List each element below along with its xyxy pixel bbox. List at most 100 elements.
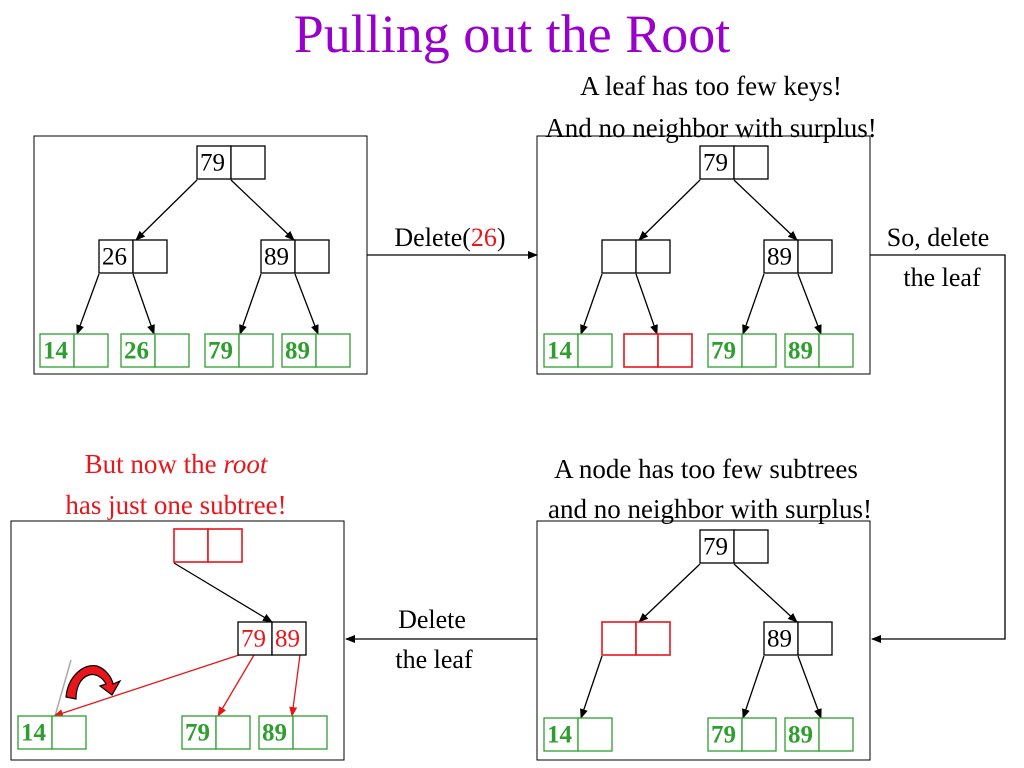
key-cell: [73, 333, 109, 368]
key-cell: [784, 333, 820, 368]
node-key: 79: [200, 150, 225, 177]
p1-internal-right: 89: [260, 239, 330, 274]
p3-leaf: 89: [784, 717, 854, 752]
key-cell: [237, 621, 273, 656]
key-cell: [741, 333, 777, 368]
key-cell: [797, 239, 833, 274]
arrow-so-delete-leaf: [870, 254, 1006, 643]
key-cell: [818, 333, 854, 368]
node-key: 79: [208, 338, 233, 365]
tree-edge: [638, 563, 701, 623]
node-key: 89: [767, 244, 792, 271]
p3-leaf: 79: [707, 717, 777, 752]
key-cell: [315, 333, 351, 368]
p2-internal-left: [601, 239, 671, 274]
key-cell: [238, 333, 274, 368]
node-key: 79: [703, 534, 728, 561]
tree-edge: [294, 273, 319, 335]
caption-root-one-subtree-line1: But now the root: [85, 449, 269, 479]
key-cell: [797, 621, 833, 656]
node-key: 79: [241, 626, 266, 653]
tree-edge: [797, 273, 822, 335]
key-cell: [818, 717, 854, 752]
rotate-icon: [65, 665, 122, 700]
key-cell: [292, 715, 328, 750]
key-cell: [17, 715, 53, 750]
tree-edge: [638, 179, 701, 241]
tree-edge: [132, 273, 155, 335]
p2-leaf-underfull: [623, 333, 693, 368]
p4-empty-root: [173, 528, 243, 563]
caption-no-neighbor-surplus: And no neighbor with surplus!: [545, 113, 876, 143]
caption-leaf-too-few-keys: A leaf has too few keys!: [580, 71, 842, 101]
key-cell: [132, 239, 168, 274]
node-key: 79: [711, 338, 736, 365]
node-key: 79: [703, 150, 728, 177]
p3-root-node: 79: [699, 529, 769, 564]
node-key: 79: [711, 722, 736, 749]
node-key: 89: [788, 338, 813, 365]
key-cell: [733, 145, 769, 180]
key-cell: [733, 529, 769, 564]
panel-4-frame: [10, 520, 345, 761]
caption-root-one-subtree-line2: has just one subtree!: [65, 490, 286, 520]
tree-edge: [230, 179, 295, 241]
tree-edge: [53, 654, 240, 717]
key-cell: [623, 333, 659, 368]
key-cell: [657, 333, 693, 368]
node-key: 14: [43, 338, 69, 365]
label-delete-26: Delete(26): [394, 223, 505, 252]
node-key: 89: [285, 338, 310, 365]
p2-root-node: 79: [699, 145, 769, 180]
key-cell: [215, 715, 251, 750]
tree-edge: [239, 273, 262, 335]
tree-edge: [742, 655, 765, 719]
key-cell: [173, 528, 209, 563]
node-key: 26: [124, 338, 149, 365]
key-cell: [154, 333, 190, 368]
tree-edge: [289, 654, 301, 717]
p4-merged-node: 79 89: [237, 621, 307, 656]
p1-leaf: 14: [39, 333, 109, 368]
node-key: 26: [102, 244, 127, 271]
key-cell: [784, 717, 820, 752]
tree-edge: [217, 654, 255, 717]
page-title: Pulling out the Root: [294, 4, 731, 64]
key-cell: [98, 239, 134, 274]
label-delete-leaf-line1: Delete: [398, 605, 466, 634]
tree-edge: [797, 655, 822, 719]
key-cell: [635, 239, 671, 274]
panel-3-frame: [536, 520, 871, 761]
key-cell: [51, 715, 87, 750]
node-key: 89: [275, 626, 300, 653]
key-cell: [271, 621, 307, 656]
node-key: 89: [262, 720, 287, 747]
key-cell: [741, 717, 777, 752]
tree-edge: [733, 563, 798, 623]
p1-leaf: 79: [204, 333, 274, 368]
key-cell: [207, 528, 243, 563]
p1-internal-left: 26: [98, 239, 168, 274]
key-cell: [635, 621, 671, 656]
key-cell: [294, 239, 330, 274]
key-cell: [196, 145, 232, 180]
label-so-delete-line1: So, delete: [887, 223, 990, 252]
p1-leaf: 89: [281, 333, 351, 368]
p1-root-node: 79: [196, 145, 266, 180]
p4-leaf: 14: [17, 715, 87, 750]
node-key: 89: [788, 722, 813, 749]
p3-leaf: 14: [543, 717, 613, 752]
node-key: 89: [767, 626, 792, 653]
node-key: 14: [547, 338, 573, 365]
key-cell: [707, 333, 743, 368]
p1-leaf: 26: [120, 333, 190, 368]
tree-edge: [742, 273, 765, 335]
p3-internal-right: 89: [763, 621, 833, 656]
p3-internal-underfull: [601, 621, 671, 656]
caption-node-too-few-subtrees: A node has too few subtrees: [554, 454, 858, 484]
node-key: 14: [21, 720, 47, 747]
key-cell: [120, 333, 156, 368]
key-cell: [577, 333, 613, 368]
